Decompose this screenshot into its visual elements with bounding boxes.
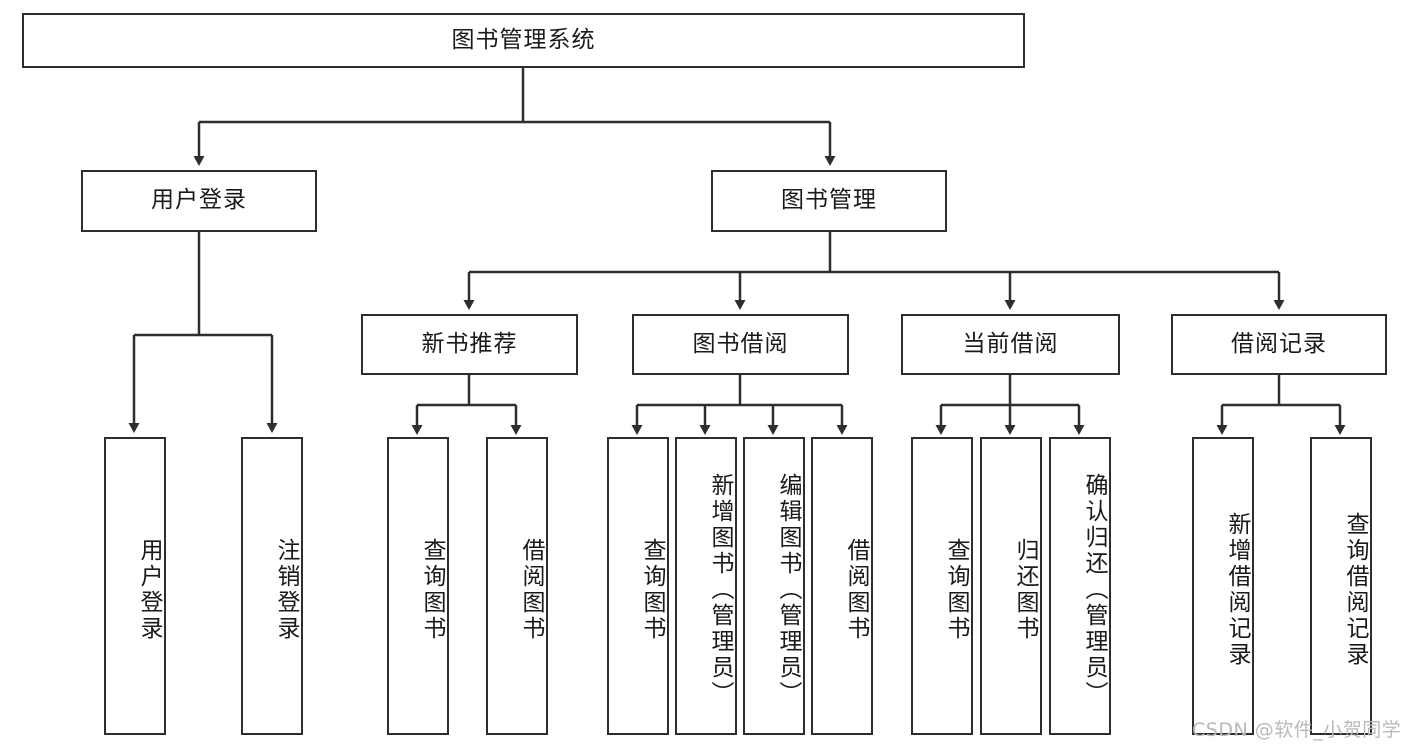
node-book-management[interactable]: 图书管理 xyxy=(711,170,947,232)
node-label: 用户登录 xyxy=(136,538,162,642)
node-root-book-management-system[interactable]: 图书管理系统 xyxy=(22,13,1025,68)
node-label: 注销登录 xyxy=(273,538,299,642)
node-leaf-newbook-query-book[interactable]: 查询图书 xyxy=(387,437,449,735)
csdn-watermark: CSDN @软件_小贺同学 xyxy=(1192,719,1402,741)
node-label: 用户登录 xyxy=(151,187,247,214)
node-leaf-bookborrow-add-book[interactable]: 新增图书（管理员） xyxy=(675,437,737,735)
node-leaf-currentborrow-confirm-return[interactable]: 确认归还（管理员） xyxy=(1049,437,1111,735)
node-leaf-logout-login[interactable]: 注销登录 xyxy=(241,437,303,735)
node-label: 当前借阅 xyxy=(962,330,1059,357)
node-label: 查询图书 xyxy=(639,538,665,642)
node-label: 查询借阅记录 xyxy=(1342,512,1368,668)
node-label: 新增借阅记录 xyxy=(1224,512,1250,668)
node-current-borrow[interactable]: 当前借阅 xyxy=(901,314,1120,375)
node-leaf-borrowrecord-query-record[interactable]: 查询借阅记录 xyxy=(1310,437,1372,735)
node-label: 新书推荐 xyxy=(421,330,518,357)
node-label: 图书借阅 xyxy=(692,330,789,357)
node-label: 查询图书 xyxy=(419,538,445,642)
node-leaf-currentborrow-return-book[interactable]: 归还图书 xyxy=(980,437,1042,735)
node-label: 确认归还（管理员） xyxy=(1081,473,1107,707)
node-user-login[interactable]: 用户登录 xyxy=(81,170,317,232)
node-label: 借阅记录 xyxy=(1231,330,1327,357)
node-leaf-newbook-borrow-book[interactable]: 借阅图书 xyxy=(486,437,548,735)
node-leaf-bookborrow-borrow-book[interactable]: 借阅图书 xyxy=(811,437,873,735)
node-new-book-recommend[interactable]: 新书推荐 xyxy=(361,314,578,375)
node-label: 借阅图书 xyxy=(843,538,869,642)
node-label: 查询图书 xyxy=(943,538,969,642)
node-leaf-bookborrow-edit-book[interactable]: 编辑图书（管理员） xyxy=(743,437,805,735)
node-label: 图书管理系统 xyxy=(451,26,596,53)
node-leaf-bookborrow-query-book[interactable]: 查询图书 xyxy=(607,437,669,735)
node-label: 新增图书（管理员） xyxy=(707,473,733,707)
node-label: 编辑图书（管理员） xyxy=(775,473,801,707)
node-label: 图书管理 xyxy=(781,187,877,214)
node-leaf-user-login[interactable]: 用户登录 xyxy=(104,437,166,735)
node-label: 归还图书 xyxy=(1012,538,1038,642)
node-label: 借阅图书 xyxy=(518,538,544,642)
node-leaf-borrowrecord-add-record[interactable]: 新增借阅记录 xyxy=(1192,437,1254,735)
node-book-borrow[interactable]: 图书借阅 xyxy=(632,314,849,375)
node-leaf-currentborrow-query-book[interactable]: 查询图书 xyxy=(911,437,973,735)
node-borrow-record[interactable]: 借阅记录 xyxy=(1171,314,1387,375)
